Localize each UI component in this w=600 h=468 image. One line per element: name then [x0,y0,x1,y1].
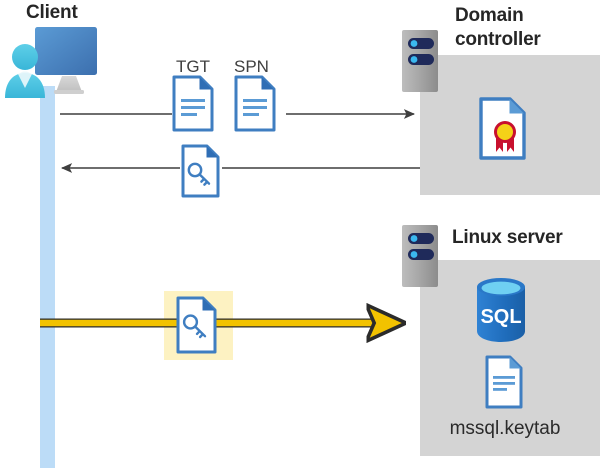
client-label: Client [26,2,78,23]
keytab-document-icon [485,355,523,409]
key-glyph [182,314,207,339]
sql-database-label: SQL [480,306,521,328]
domain-controller-server-icon [402,30,438,92]
domain-controller-label-line1: Domain [455,5,524,26]
certificate-icon [479,97,526,160]
tgt-label: TGT [176,57,210,76]
response-service-ticket-key-document-icon [181,144,220,198]
spn-label: SPN [234,57,269,76]
client-lifeline [40,86,55,468]
sql-database-icon: SQL [477,278,525,342]
key-glyph [187,162,211,186]
spn-document-icon [234,75,276,132]
linux-server-label: Linux server [452,227,563,248]
client-computer-user-icon [5,27,97,98]
service-ticket-key-document-icon [176,296,217,354]
tgt-document-icon [172,75,214,132]
linux-server-server-icon [402,225,438,287]
keytab-file-label: mssql.keytab [449,418,561,439]
domain-controller-label-line2: controller [455,29,541,50]
domain-controller-label: Domain controller [455,4,595,52]
